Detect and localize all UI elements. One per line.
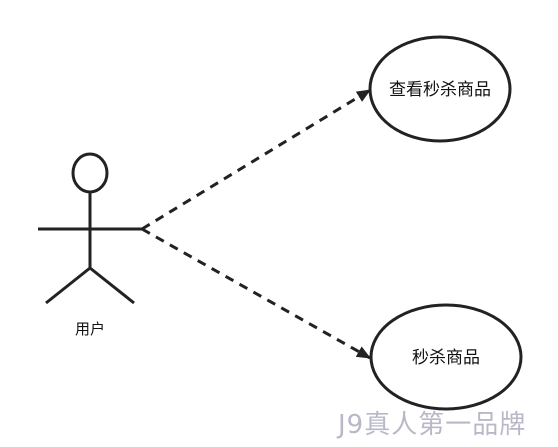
use-case-label: 查看秒杀商品 [389,80,491,100]
association-view-products [141,88,371,231]
actor-right-leg [89,266,135,305]
use-case-ellipse [368,35,512,143]
actor-head [71,152,109,194]
use-case-ellipse [369,303,523,411]
actor-user[interactable] [38,152,142,305]
actor-label: 用户 [75,320,105,338]
association-seckill [141,227,371,360]
use-case-label: 秒杀商品 [412,348,480,368]
actor-left-leg [45,266,91,305]
watermark-text: J9真人第一品牌 [338,410,527,440]
use-case-seckill-product[interactable]: 秒杀商品 [369,303,523,411]
use-case-view-seckill-products[interactable]: 查看秒杀商品 [368,35,512,143]
